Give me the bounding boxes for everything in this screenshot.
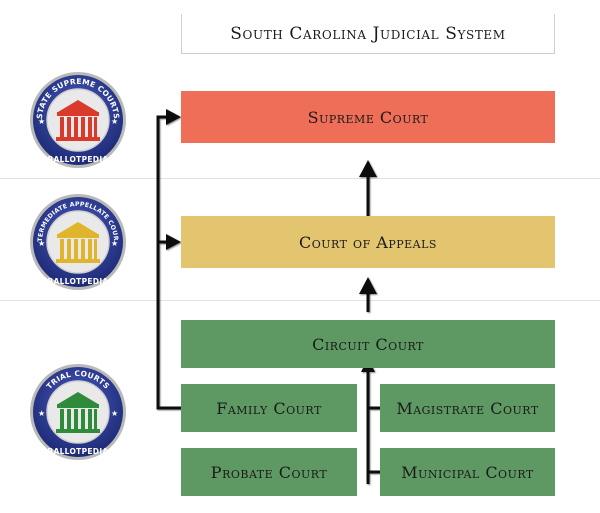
star-icon: ★ [111,239,118,248]
star-icon: ★ [38,409,45,418]
magistrate-court-box: Magistrate Court [380,384,555,432]
badge-supreme-footer: BALLOTPEDIA [47,155,108,164]
state-supreme-courts-badge: STATE SUPREME COURTS BALLOTPEDIA ★ ★ [30,72,126,168]
arrow-to-supreme [166,109,181,125]
intermediate-appellate-courts-badge: INTERMEDIATE APPELLATE COURTS BALLOTPEDI… [28,192,126,290]
courthouse-icon [56,392,100,433]
trial-courts-badge: TRIAL COURTS BALLOTPEDIA ★ ★ [30,364,126,460]
arrow-up-appeals [359,277,377,294]
star-icon: ★ [111,117,118,126]
tier-divider-top [0,178,600,179]
courthouse-icon [56,100,100,141]
page-title: South Carolina Judicial System [181,14,555,54]
badge-trial-footer: BALLOTPEDIA [47,447,108,456]
tier-divider-bottom [0,300,600,301]
arrow-up-supreme [359,160,377,177]
circuit-court-box: Circuit Court [181,320,555,368]
star-icon: ★ [38,117,45,126]
arrow-to-appeals [166,234,181,250]
family-to-supreme-line [156,115,181,410]
supreme-court-box: Supreme Court [181,91,555,143]
probate-court-box: Probate Court [181,448,357,496]
family-court-box: Family Court [181,384,357,432]
star-icon: ★ [111,409,118,418]
courthouse-icon [56,222,100,263]
municipal-court-box: Municipal Court [380,448,555,496]
star-icon: ★ [38,239,45,248]
court-of-appeals-box: Court of Appeals [181,216,555,268]
badge-appellate-footer: BALLOTPEDIA [47,277,108,286]
